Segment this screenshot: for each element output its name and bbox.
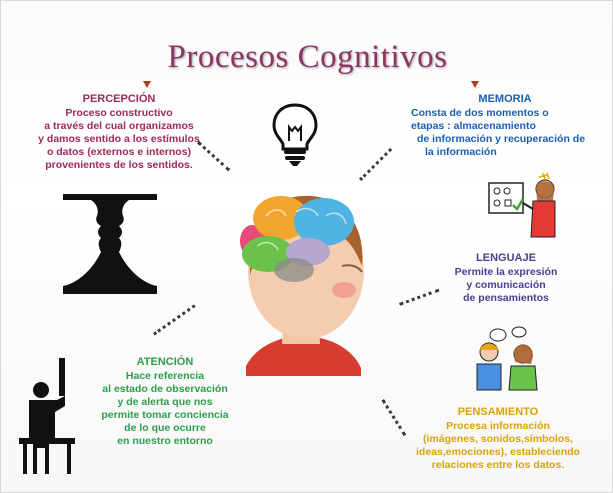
memoria-line: Consta de dos momentos o <box>411 106 549 119</box>
atencion-line: y de alerta que nos <box>117 396 213 408</box>
percepcion-line: y damos sentido a los estímulos <box>38 133 200 145</box>
pensamiento-line: (imágenes, sonidos,símbolos, <box>423 432 573 445</box>
connector-memoria <box>359 147 393 182</box>
memoria-line: de información y recuperación de <box>417 133 586 145</box>
page-title: Procesos Cognitivos <box>167 39 448 75</box>
face-vase-illusion-icon <box>63 194 157 294</box>
child-head-brain-illustration <box>240 195 364 376</box>
memoria-line: la información <box>425 146 497 159</box>
pensamiento-line: Procesa información <box>446 419 550 432</box>
percepcion-heading: PERCEPCIÓN <box>82 93 156 105</box>
lenguaje-heading: LENGUAJE <box>476 252 536 264</box>
children-talking-icon <box>476 326 538 391</box>
atencion-line: de lo que ocurre <box>124 422 206 435</box>
child-reading-cards-icon <box>488 172 556 238</box>
student-raising-hand-icon <box>19 358 75 474</box>
pensamiento-line: relaciones entre los datos. <box>431 459 565 472</box>
memoria-heading: MEMORIA <box>478 93 532 105</box>
pensamiento-heading: PENSAMIENTO <box>457 406 539 418</box>
lenguaje-line: y comunicación <box>466 278 546 291</box>
pensamiento-line: ideas,emociones), estableciendo <box>416 446 580 458</box>
atencion-line: Hace referencia <box>125 369 205 382</box>
atencion-block: ATENCIÓN Hace referencia al estado de ob… <box>65 356 265 449</box>
atencion-heading: ATENCIÓN <box>136 356 194 368</box>
atencion-line: en nuestro entorno <box>117 435 213 448</box>
percepcion-block: PERCEPCIÓN Proceso constructivo a través… <box>19 93 219 172</box>
percepcion-line: o datos (externos e internos) <box>46 146 192 159</box>
percepcion-line: Proceso constructivo <box>65 106 173 119</box>
lenguaje-line: de pensamientos <box>463 292 549 304</box>
atencion-line: permite tomar conciencia <box>101 409 229 422</box>
title-marker-right <box>471 81 479 88</box>
percepcion-line: provenientes de los sentidos. <box>45 159 193 172</box>
atencion-line: al estado de observación <box>102 382 228 395</box>
memoria-block: MEMORIA Consta de dos momentos o etapas … <box>405 93 605 159</box>
connector-atencion <box>153 304 196 336</box>
lightbulb-icon <box>272 103 318 166</box>
title-marker-left <box>143 81 151 88</box>
lenguaje-block: LENGUAJE Permite la expresión y comunica… <box>421 252 591 305</box>
percepcion-line: a través del cual organizamos <box>44 119 194 132</box>
pensamiento-block: PENSAMIENTO Procesa información (imágene… <box>393 406 603 472</box>
memoria-line: etapas : almacenamiento <box>411 119 536 132</box>
lenguaje-line: Permite la expresión <box>454 265 558 278</box>
